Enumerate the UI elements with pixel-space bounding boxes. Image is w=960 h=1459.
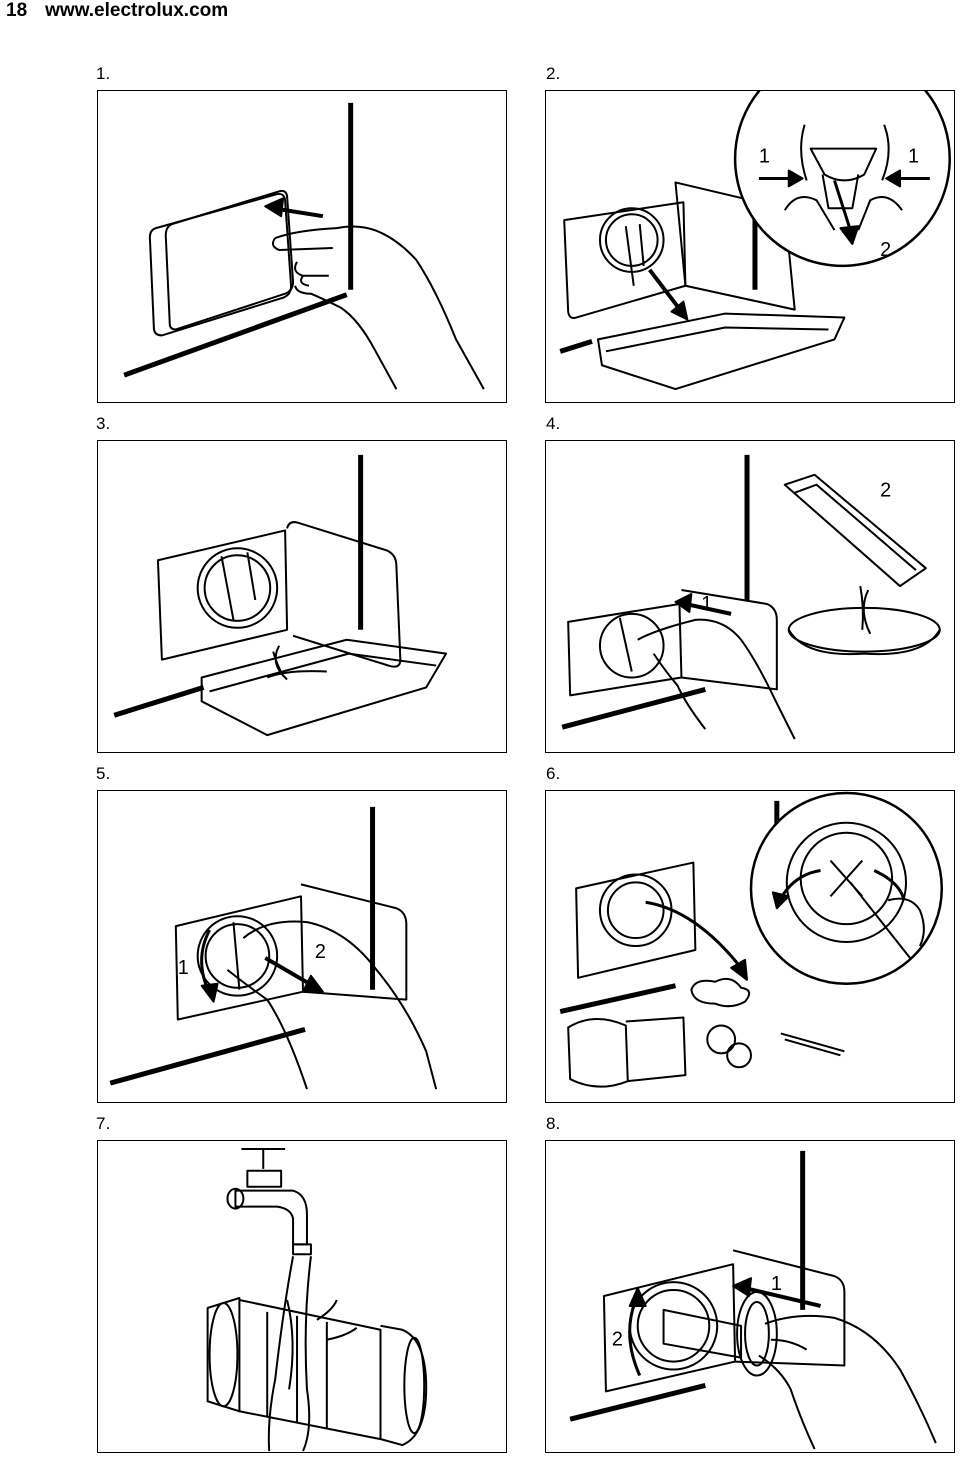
callout-1: 1 [701, 593, 712, 615]
bowl [789, 608, 940, 654]
step-8-illustration: 1 2 [545, 1140, 955, 1453]
step-5-number: 5. [96, 764, 111, 783]
step-7-illustration [97, 1140, 507, 1453]
step-3-illustration [97, 440, 507, 753]
step-4-number: 4. [546, 414, 561, 433]
tap-icon [227, 1149, 310, 1254]
callout-1: 1 [178, 957, 189, 979]
callout-2: 2 [612, 1329, 623, 1351]
callout-1: 1 [771, 1273, 782, 1295]
step-1-number: 1. [96, 64, 111, 83]
zoom-bubble: 1 1 2 [735, 91, 950, 266]
foreign-objects [568, 979, 844, 1087]
website-url: www.electrolux.com [45, 0, 229, 21]
step-1-illustration [97, 90, 507, 403]
step-2-number: 2. [546, 64, 561, 83]
step-3-number: 3. [96, 414, 111, 433]
water-stream [269, 1256, 357, 1451]
callout-1-left: 1 [759, 146, 770, 168]
step-7-number: 7. [96, 1114, 111, 1133]
step-6-number: 6. [546, 764, 561, 783]
hand-icon [273, 227, 484, 390]
service-flap-icon [150, 191, 293, 336]
zoom-bubble [751, 793, 942, 984]
arrow-icon [265, 198, 323, 216]
step-2-illustration: 1 1 2 [545, 90, 955, 403]
filter-icon [208, 1298, 427, 1445]
step-8-number: 8. [546, 1114, 561, 1133]
page-number: 18 [6, 0, 28, 21]
callout-2: 2 [880, 480, 891, 502]
callout-1-right: 1 [908, 146, 919, 168]
tray-pour [785, 475, 926, 634]
callout-2: 2 [315, 941, 326, 963]
step-4-illustration: 1 2 [545, 440, 955, 753]
callout-2: 2 [880, 239, 891, 261]
page-header: 18 www.electrolux.com [6, 0, 228, 26]
step-5-illustration: 1 2 [97, 790, 507, 1103]
step-6-illustration [545, 790, 955, 1103]
